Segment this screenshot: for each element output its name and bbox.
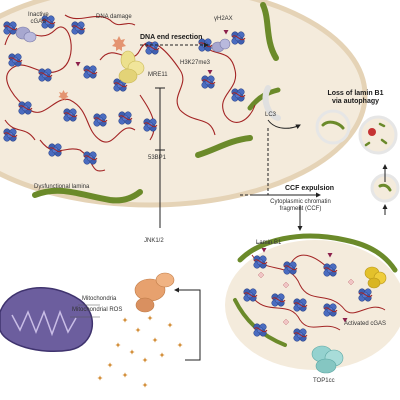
mitochondria-icon	[0, 287, 94, 353]
label-activated-cgas: Activated cGAS	[344, 321, 387, 327]
label-mre11: MRE11	[148, 72, 168, 78]
top1cc-icon	[311, 345, 344, 374]
leader-lines	[70, 242, 275, 318]
label-jnk: JNK1/2	[144, 238, 164, 244]
lc3-autophagy	[240, 85, 301, 196]
label-mito-ros: Mitochondrial ROS	[72, 307, 123, 313]
label-lamin-b1: Lamin B1	[256, 240, 282, 246]
label-ccf-expulsion: CCF expulsion	[285, 185, 335, 192]
mre11-icon	[118, 50, 145, 84]
autophagosomes	[315, 109, 400, 215]
label-gamma-h2ax: γH2AX	[214, 16, 233, 22]
label-lc3: LC3	[265, 112, 277, 118]
dna-damage-icon	[58, 36, 126, 101]
label-53bp1: 53BP1	[148, 155, 167, 161]
label-dna-damage: DNA damage	[96, 14, 132, 20]
label-dna-end-resection: DNA end resection	[140, 34, 203, 41]
ros-jnk-arrow	[174, 287, 201, 361]
label-dysfunctional-lamina: Dysfunctional lamina	[34, 184, 90, 190]
label-top1cc: TOP1cc	[313, 378, 335, 384]
jnk-icon	[134, 272, 175, 313]
nuclear-lamina	[32, 2, 281, 204]
label-h3k27me3: H3K27me3	[180, 60, 211, 66]
activated-cgas-icon	[364, 266, 387, 289]
inactive-cgas-icon	[15, 26, 231, 53]
ros-particles	[97, 315, 183, 388]
ccf-blob	[225, 233, 400, 370]
jnk-inhibition-line	[155, 87, 165, 228]
label-mitochondria: Mitochondria	[82, 296, 117, 302]
